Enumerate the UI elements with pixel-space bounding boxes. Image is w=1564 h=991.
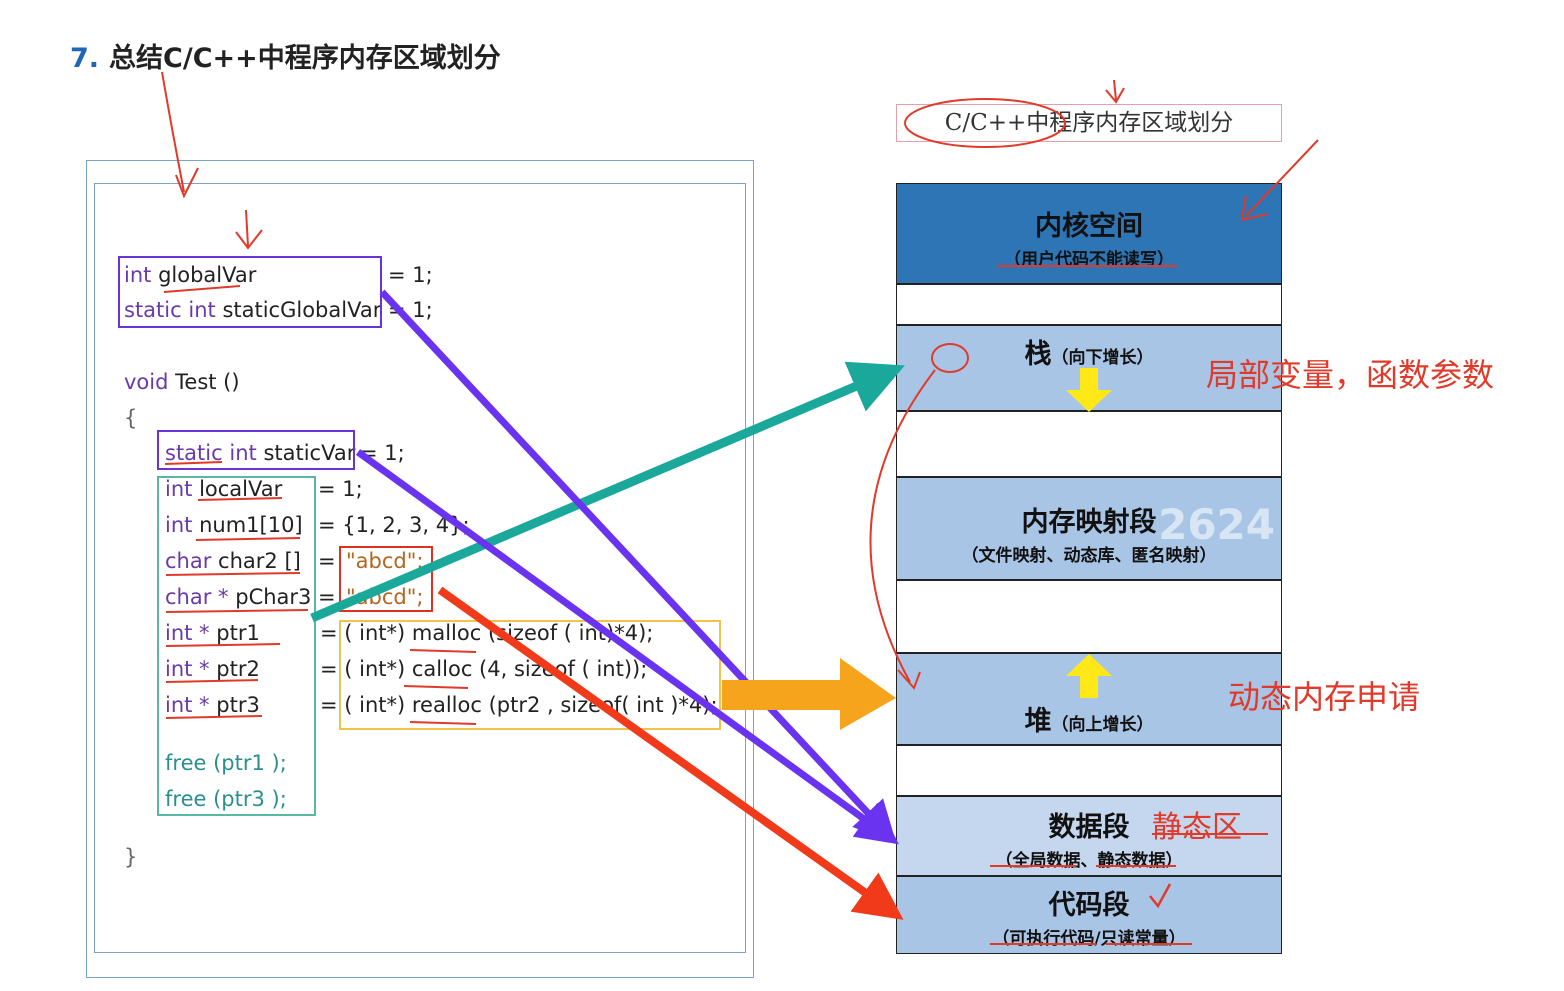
mmap-label: 内存映射段 <box>1021 507 1157 538</box>
code-label: 代码段 <box>1048 890 1130 921</box>
stack-sublabel: （向下增长） <box>1051 348 1154 368</box>
code-line-num1: int num1[10] <box>165 512 303 538</box>
local-vars-box <box>157 476 316 816</box>
pen-underline-code-left <box>163 285 477 725</box>
stack-down-arrow <box>1066 368 1112 412</box>
open-brace: { <box>124 406 138 430</box>
code-segment: 代码段 （可执行代码/只读常量） <box>896 876 1282 954</box>
global-vars-box <box>118 256 382 328</box>
heading-text: 总结C/C++中程序内存区域划分 <box>109 43 501 74</box>
heap-alloc-box <box>339 620 721 730</box>
pen-arrow-heading <box>161 71 199 199</box>
mmap-segment: 内存映射段 （文件映射、动态库、匿名映射） 2624 <box>896 477 1282 580</box>
type-keyword: int <box>188 298 216 322</box>
var-name: staticGlobalVar <box>222 298 382 322</box>
var-name: staticVar <box>263 441 356 465</box>
data-segment: 数据段 （全局数据、静态数据） <box>896 796 1282 876</box>
data-annotation: 静态区 <box>1152 810 1242 845</box>
close-brace: } <box>124 845 138 869</box>
var-name: globalVar <box>158 263 257 287</box>
pen-circle-title <box>904 98 1066 148</box>
stack-label-row: 栈（向下增长） <box>897 332 1281 371</box>
type-keyword: int * <box>165 693 210 717</box>
code-line-localvar: int localVar <box>165 476 282 502</box>
code-line-ptr1: int * ptr1 <box>165 620 260 646</box>
pen-arrow-kernel <box>1240 139 1319 222</box>
code-panel-outer <box>86 160 754 978</box>
kernel-segment: 内核空间 （用户代码不能读写） <box>896 183 1282 284</box>
heap-label: 堆 <box>1024 706 1052 737</box>
code-line-staticglobalvar: static int staticGlobalVar <box>124 297 381 323</box>
type-keyword: int * <box>165 657 210 681</box>
code-line-ptr2: int * ptr2 <box>165 656 260 682</box>
arrow-to-code <box>437 586 904 920</box>
code-assign-globalvar: = 1; <box>388 263 433 287</box>
code-eq-char2: = <box>318 549 336 573</box>
data-label: 数据段 <box>1048 812 1130 843</box>
arrow-global-to-data <box>379 289 897 844</box>
code-line-pchar3: char * pChar3 <box>165 584 311 610</box>
page-heading: 7. 总结C/C++中程序内存区域划分 <box>70 36 501 75</box>
pen-arrow-global <box>235 209 263 250</box>
kernel-label: 内核空间 <box>1035 211 1143 242</box>
arrow-to-stack <box>310 361 905 623</box>
type-keyword: char <box>165 549 212 573</box>
type-keyword: int <box>165 513 193 537</box>
pen-underline-data <box>990 833 1268 867</box>
static-keyword: static <box>124 298 182 322</box>
var-name: char2 [] <box>218 549 301 573</box>
heading-number: 7. <box>70 43 100 74</box>
var-name: ptr1 <box>216 621 260 645</box>
code-line-staticvar: static int staticVar <box>165 440 355 466</box>
type-keyword: void <box>124 370 169 394</box>
code-line-free-ptr3: free (ptr3 ); <box>165 787 287 811</box>
code-line-test: void Test () <box>124 369 240 395</box>
stack-label: 栈 <box>1024 339 1052 370</box>
heap-label-row: 堆（向上增长） <box>897 699 1281 738</box>
heap-sublabel: （向上增长） <box>1051 715 1154 735</box>
var-name: pChar3 <box>235 585 312 609</box>
code-panel-inner <box>94 183 746 953</box>
var-name: ptr3 <box>216 693 260 717</box>
gap-segment <box>896 284 1282 325</box>
mmap-sublabel: （文件映射、动态库、匿名映射） <box>961 546 1217 566</box>
static-keyword: static <box>165 441 223 465</box>
gap-segment <box>896 745 1282 796</box>
heap-annotation: 动态内存申请 <box>1228 678 1421 716</box>
string-literals-box <box>339 546 433 612</box>
heap-up-arrow <box>1066 654 1112 698</box>
arrow-to-heap <box>722 658 896 730</box>
code-assign-localvar: = 1; <box>318 477 363 501</box>
watermark: 2624 <box>1158 500 1275 549</box>
var-name: localVar <box>199 477 283 501</box>
pen-curve-stack-heap <box>869 369 936 690</box>
var-name: ptr2 <box>216 657 260 681</box>
code-eq-pchar3: = <box>318 585 336 609</box>
type-keyword: char * <box>165 585 229 609</box>
type-keyword: int * <box>165 621 210 645</box>
memory-title: C/C++中程序内存区域划分 <box>896 104 1282 142</box>
code-line-globalvar: int globalVar <box>124 262 256 288</box>
stack-annotation: 局部变量，函数参数 <box>1206 356 1495 394</box>
code-line-char2: char char2 [] <box>165 548 301 574</box>
gap-segment <box>896 580 1282 653</box>
type-keyword: int <box>229 441 257 465</box>
pen-arrow-title <box>1105 79 1125 104</box>
type-keyword: int <box>165 477 193 501</box>
arrow-static-to-data <box>355 449 900 845</box>
pen-circle-stack <box>931 343 969 373</box>
function-name: Test () <box>175 370 240 394</box>
code-line-ptr3: int * ptr3 <box>165 692 260 718</box>
code-line-free-ptr1: free (ptr1 ); <box>165 751 287 775</box>
pen-check-code <box>1149 883 1172 909</box>
static-var-box <box>157 430 355 470</box>
type-keyword: int <box>124 263 152 287</box>
string-literal: "abcd"; <box>346 549 424 573</box>
var-name: num1[10] <box>199 513 303 537</box>
